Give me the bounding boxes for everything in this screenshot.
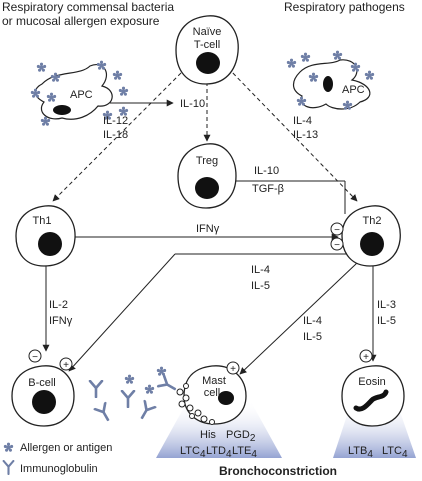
apc-right-label: APC bbox=[342, 84, 365, 96]
plus-marker: + bbox=[226, 361, 240, 375]
label-il5-mid: IL-5 bbox=[251, 280, 270, 292]
arrow-th2-to-bcell bbox=[68, 253, 176, 372]
mast-label-line2: cell bbox=[204, 387, 221, 399]
label-il2: IL-2 bbox=[49, 299, 68, 311]
apc-right: APC bbox=[286, 50, 375, 110]
allergen-icon bbox=[332, 50, 343, 60]
label-il12: IL-12 bbox=[103, 115, 128, 127]
label-il13: IL-13 bbox=[293, 129, 318, 141]
mediator-ltb4: LTB4 bbox=[348, 445, 373, 460]
label-il5-eos: IL-5 bbox=[377, 315, 396, 327]
header-right: Respiratory pathogens bbox=[284, 0, 405, 14]
th1-label: Th1 bbox=[33, 215, 52, 227]
mast-label-line1: Mast bbox=[202, 375, 226, 387]
treg-label: Treg bbox=[196, 155, 218, 167]
allergen-icon bbox=[144, 384, 155, 394]
mediator-pgd2: PGD2 bbox=[226, 429, 256, 444]
label-il5-mast: IL-5 bbox=[303, 331, 322, 343]
svg-text:−: − bbox=[334, 225, 340, 236]
regulation-markers: − − − + + + bbox=[28, 222, 373, 375]
minus-marker: − bbox=[330, 237, 344, 251]
svg-text:+: + bbox=[363, 352, 369, 363]
legend-immunoglobulin-label: Immunoglobulin bbox=[20, 463, 98, 475]
label-tgfb: TGF-β bbox=[252, 183, 284, 195]
label-il4-right: IL-4 bbox=[293, 115, 312, 127]
apc-left: APC bbox=[30, 60, 129, 126]
immunoglobulin-icon bbox=[156, 374, 180, 396]
apc-left-label: APC bbox=[70, 89, 93, 101]
naive-label-line2: T-cell bbox=[194, 39, 220, 51]
mast-cell-granules bbox=[176, 383, 215, 425]
svg-text:+: + bbox=[63, 360, 69, 371]
bronchoconstriction-label: Bronchoconstriction bbox=[219, 464, 337, 478]
arrow-naive-to-th2 bbox=[227, 67, 358, 202]
allergen-icon bbox=[286, 58, 297, 68]
header-left-line1: Respiratory commensal bacteria bbox=[2, 0, 174, 14]
immunoglobulin-icon bbox=[88, 380, 104, 398]
naive-t-cell: Naïve T-cell bbox=[175, 15, 239, 85]
legend-immunoglobulin-icon bbox=[2, 460, 15, 475]
allergen-icon bbox=[36, 62, 47, 72]
bcell-label: B-cell bbox=[28, 377, 56, 389]
minus-marker: − bbox=[28, 349, 42, 363]
immunoglobulin-cluster bbox=[88, 366, 180, 425]
b-cell: B-cell bbox=[11, 365, 75, 427]
th1-cell: Th1 bbox=[15, 205, 76, 267]
eosinophil-cell: Eosin bbox=[341, 365, 405, 427]
legend-allergen-icon bbox=[3, 442, 14, 452]
svg-text:−: − bbox=[334, 240, 340, 251]
svg-text:−: − bbox=[32, 352, 38, 363]
label-il4-mast: IL-4 bbox=[303, 315, 322, 327]
th2-label: Th2 bbox=[363, 215, 382, 227]
label-il4-mid: IL-4 bbox=[251, 264, 270, 276]
mediator-ltd4: LTD4 bbox=[206, 445, 232, 460]
eosin-label: Eosin bbox=[358, 376, 386, 388]
plus-marker: + bbox=[59, 357, 73, 371]
minus-marker: − bbox=[330, 222, 344, 236]
plus-marker: + bbox=[359, 349, 373, 363]
pathway-arrows bbox=[42, 67, 377, 375]
label-il10-top: IL-10 bbox=[180, 98, 205, 110]
immunoglobulin-icon bbox=[120, 390, 136, 408]
label-il18: IL-18 bbox=[103, 129, 128, 141]
allergen-icon bbox=[118, 86, 129, 96]
label-il3: IL-3 bbox=[377, 299, 396, 311]
label-ifng-left: IFNγ bbox=[49, 315, 73, 327]
allergen-icon bbox=[364, 70, 375, 80]
allergen-icon bbox=[112, 70, 123, 80]
legend-allergen-label: Allergen or antigen bbox=[20, 442, 112, 454]
arrow-naive-to-th1 bbox=[52, 67, 187, 202]
label-ifng-th1th2: IFNγ bbox=[196, 223, 220, 235]
svg-text:+: + bbox=[230, 364, 236, 375]
mast-cell: Mast cell bbox=[176, 365, 247, 425]
naive-label-line1: Naïve bbox=[193, 26, 222, 38]
mediator-ltc4: LTC4 bbox=[180, 445, 206, 460]
legend: Allergen or antigen Immunoglobulin bbox=[2, 442, 112, 475]
mast-cell-mediator-cone bbox=[156, 400, 282, 458]
label-il10-treg: IL-10 bbox=[254, 165, 279, 177]
immunoglobulin-icon bbox=[93, 401, 115, 425]
header-left-line2: or mucosal allergen exposure bbox=[2, 14, 160, 28]
allergen-icon bbox=[300, 52, 311, 62]
mediator-lte4: LTE4 bbox=[232, 445, 257, 460]
mediator-ltc4-eos: LTC4 bbox=[382, 445, 408, 460]
immunoglobulin-icon bbox=[135, 399, 157, 423]
allergen-icon bbox=[124, 374, 135, 384]
arrow-th2-to-mast bbox=[239, 262, 358, 375]
th2-cell: Th2 bbox=[341, 205, 401, 267]
allergen-icon bbox=[156, 366, 167, 376]
mediator-his: His bbox=[200, 429, 216, 441]
treg-cell: Treg bbox=[177, 143, 237, 209]
